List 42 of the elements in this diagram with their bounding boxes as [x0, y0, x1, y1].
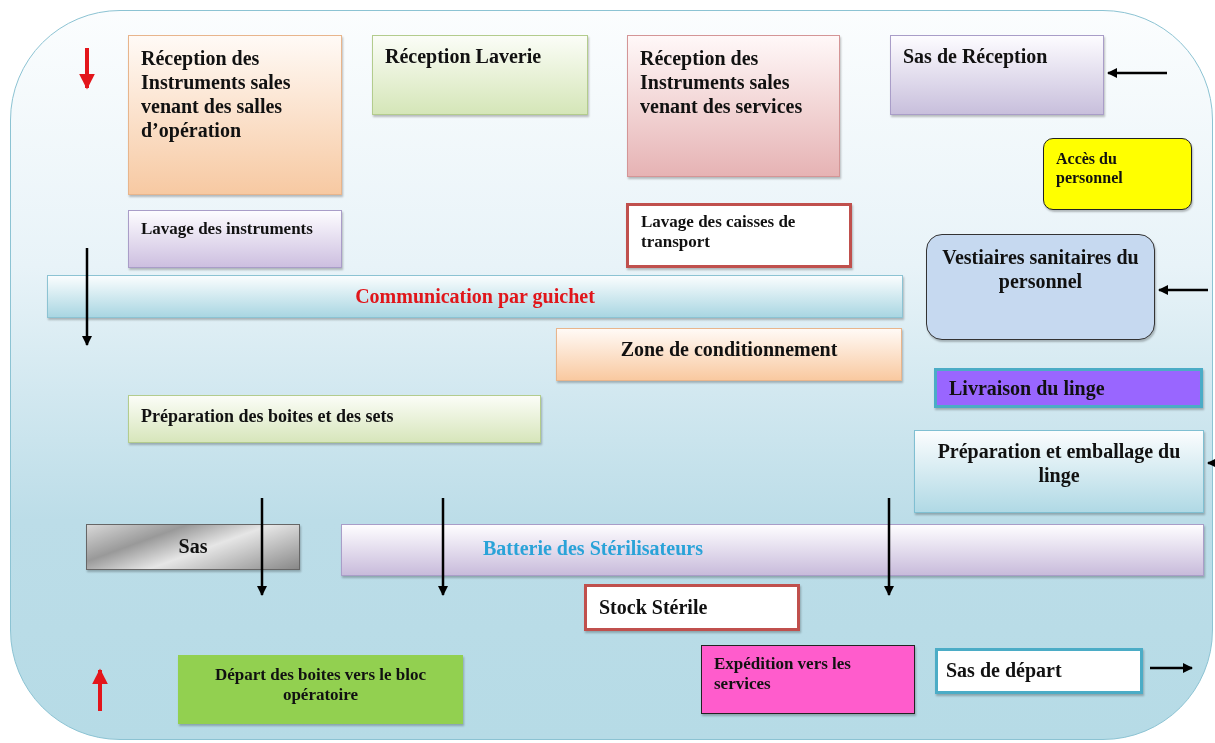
rounded-box [926, 234, 1155, 340]
process-box [935, 648, 1143, 694]
process-box [890, 35, 1104, 115]
node-label: Batterie des Stérilisateurs [483, 536, 704, 560]
arrow [1150, 663, 1193, 673]
process-box [128, 35, 342, 195]
node-label: Lavage des caisses de transport [641, 212, 797, 253]
arrow [1207, 458, 1215, 468]
process-box [584, 584, 800, 631]
node-label: Stock Stérile [599, 595, 709, 619]
node-label: Départ des boites vers le bloc opératoire [213, 665, 428, 706]
process-box [178, 655, 463, 724]
node-label: Sas de départ [946, 658, 1063, 682]
node-label: Réception Laverie [385, 44, 543, 68]
arrow [1158, 285, 1208, 295]
process-box [86, 524, 300, 570]
rounded-box [1043, 138, 1192, 210]
process-box [128, 210, 342, 268]
node-label: Communication par guichet [354, 284, 596, 308]
node-label: Sas de Réception [903, 44, 1049, 68]
node-label: Sas [177, 534, 209, 558]
node-label: Accès du personnel [1056, 149, 1124, 188]
process-box [626, 203, 852, 268]
node-label: Livraison du linge [949, 376, 1106, 400]
zone-band [47, 275, 903, 318]
arrow [1107, 68, 1167, 78]
node-label: Lavage des instruments [141, 219, 314, 240]
node-label: Préparation des boites et des sets [141, 406, 395, 428]
zone-band [341, 524, 1204, 576]
node-label: Réception des Instruments sales venant des services [640, 46, 804, 118]
process-box [556, 328, 902, 381]
node-label: Préparation et emballage du linge [936, 439, 1182, 487]
node-label: Zone de conditionnement [619, 337, 839, 361]
node-label: Vestiaires sanitaires du personnel [941, 245, 1140, 293]
process-box [128, 395, 541, 443]
node-label: Réception des Instruments sales venant des salles d’opération [141, 46, 292, 142]
process-box [914, 430, 1204, 513]
process-box [627, 35, 840, 177]
process-box [701, 645, 915, 714]
process-box [372, 35, 588, 115]
process-box [934, 368, 1203, 408]
node-label: Expédition vers les services [714, 654, 852, 695]
